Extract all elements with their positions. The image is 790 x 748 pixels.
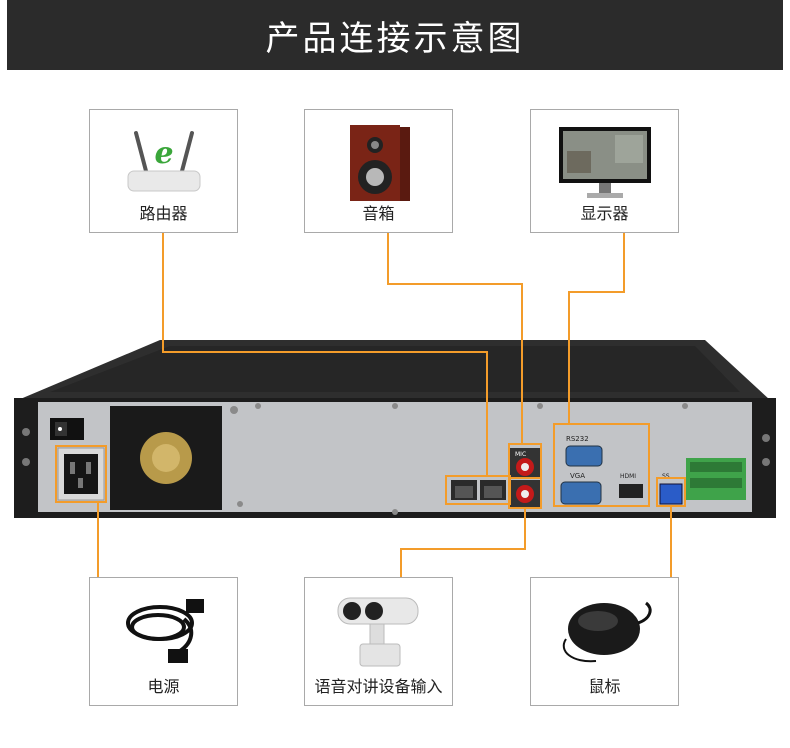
power-cord-icon <box>90 586 237 676</box>
router-icon: e <box>90 118 237 208</box>
vga-label: VGA <box>570 472 585 480</box>
usb-port <box>659 483 683 505</box>
monitor-label: 显示器 <box>580 204 629 223</box>
monitor-icon <box>531 118 678 208</box>
svg-text:e: e <box>154 136 173 171</box>
mouse-box: 鼠标 <box>530 577 679 706</box>
router-box: e 路由器 <box>89 109 238 233</box>
header-bar: 产品连接示意图 <box>7 0 783 70</box>
speaker-label: 音箱 <box>362 204 395 223</box>
rs232-port <box>565 445 603 467</box>
fan-grille <box>110 406 222 510</box>
lan-ports <box>451 480 506 500</box>
vga-port <box>560 481 602 505</box>
audio-ports <box>510 448 540 508</box>
speaker-wire <box>387 233 523 444</box>
rs232-label: RS232 <box>566 435 589 443</box>
camera-icon <box>305 586 452 676</box>
camera-box: 语音对讲设备输入 <box>304 577 453 706</box>
intercom-wire <box>400 508 526 577</box>
router-label: 路由器 <box>139 204 188 223</box>
monitor-wire <box>568 233 625 424</box>
camera-label: 语音对讲设备输入 <box>314 677 443 696</box>
page-title: 产品连接示意图 <box>265 18 525 59</box>
mic-label: MIC <box>515 451 526 458</box>
power-label: 电源 <box>147 677 180 696</box>
alarm-terminal-block <box>686 458 746 500</box>
video-out-highlight <box>553 423 650 507</box>
speaker-icon <box>305 118 452 208</box>
speaker-box: 音箱 <box>304 109 453 233</box>
router-wire <box>162 233 488 476</box>
mouse-icon <box>531 586 678 676</box>
hdmi-port <box>619 484 643 498</box>
power-box: 电源 <box>89 577 238 706</box>
usb-label: SS <box>662 473 670 480</box>
hdmi-label: HDMI <box>620 473 636 480</box>
mouse-label: 鼠标 <box>588 677 621 696</box>
power-highlight <box>55 445 107 503</box>
monitor-box: 显示器 <box>530 109 679 233</box>
